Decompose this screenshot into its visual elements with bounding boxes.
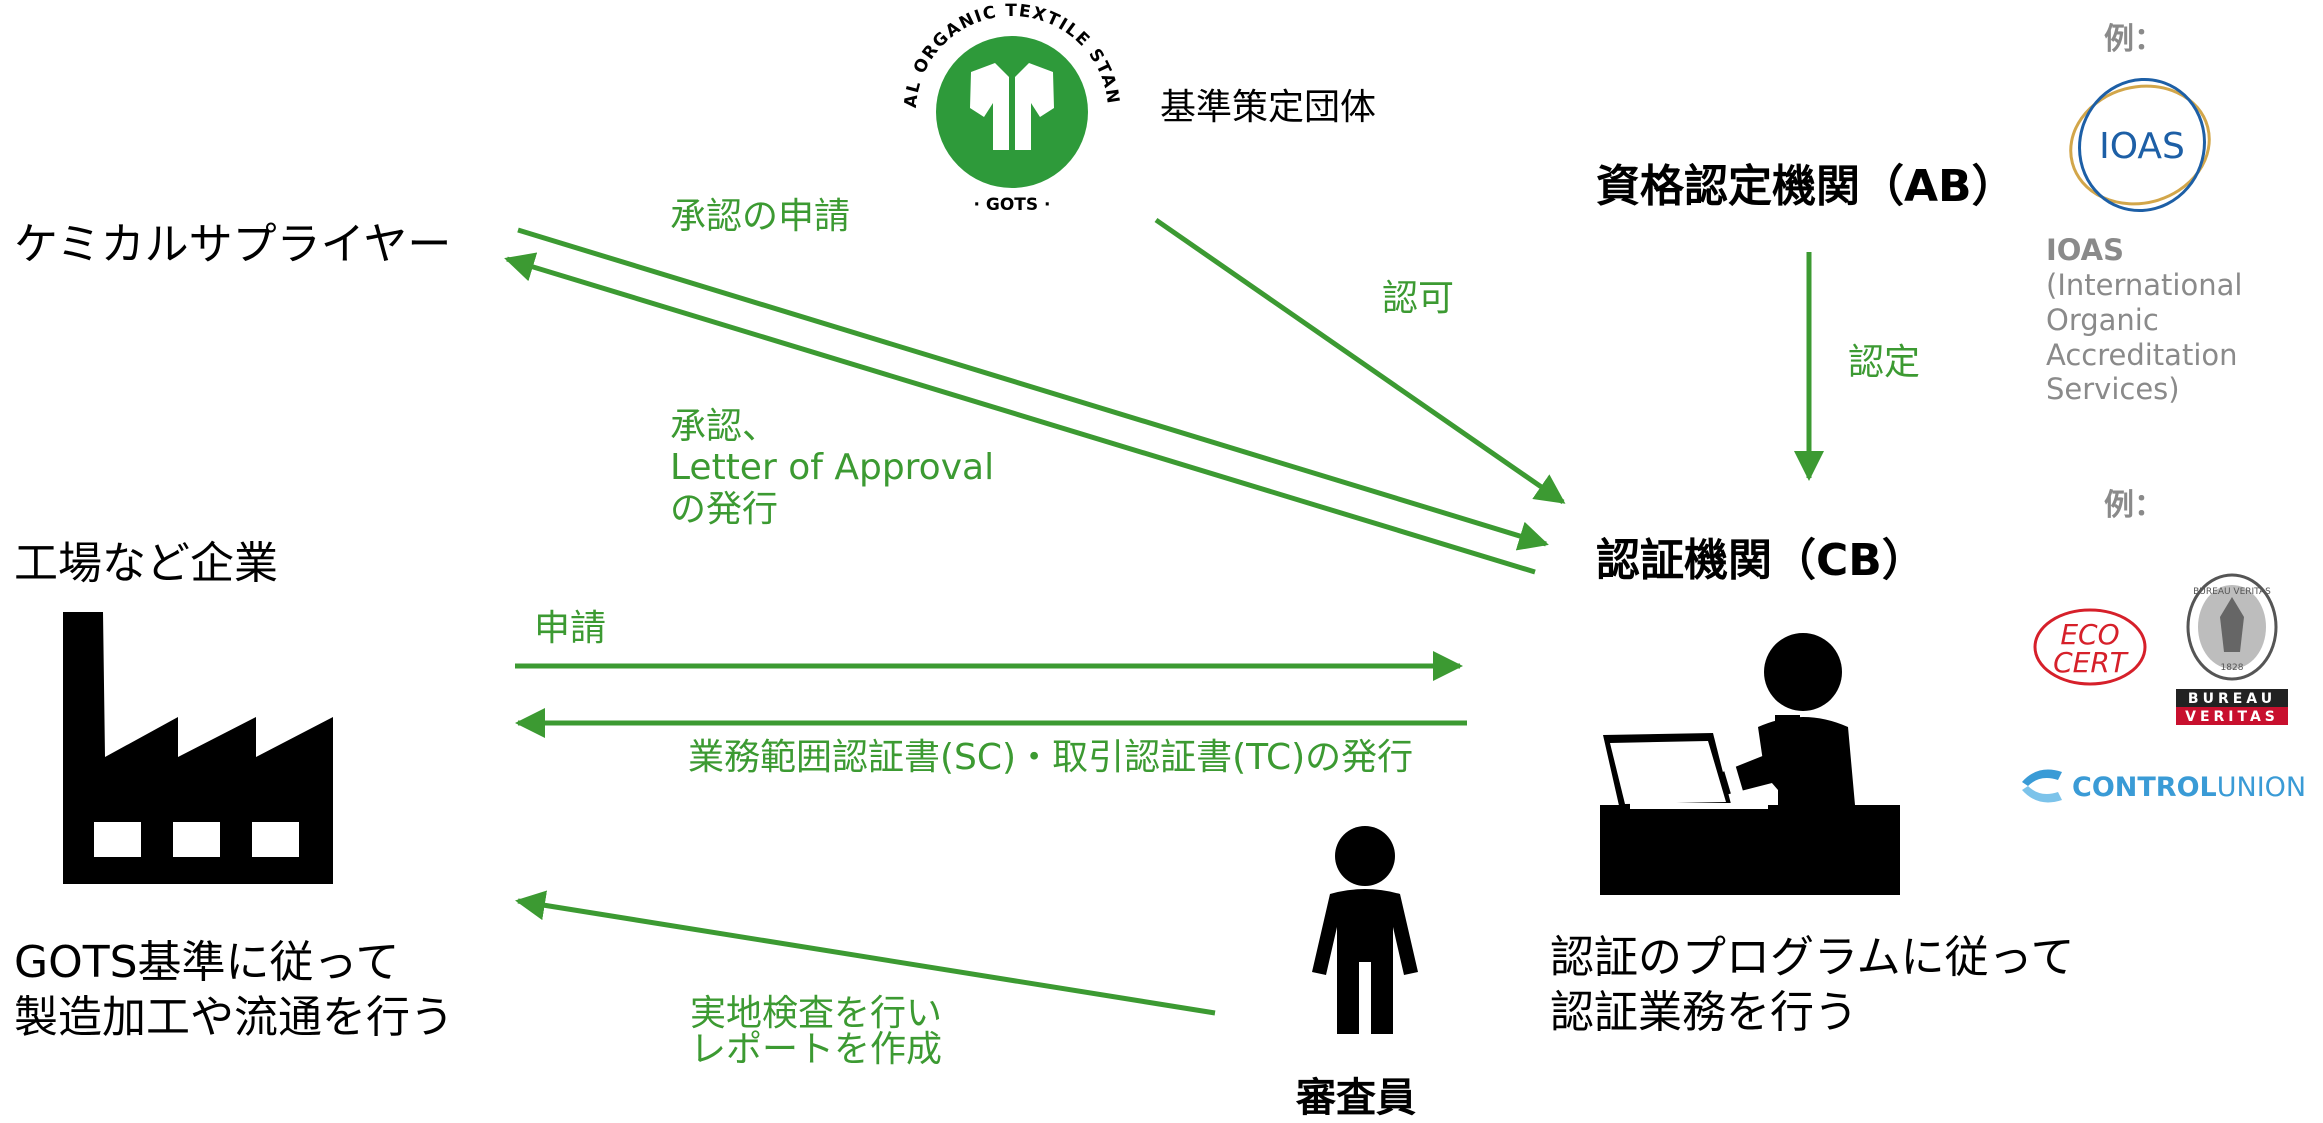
arrow-inspection [515,890,1216,1016]
approval-issue-line-3: の発行 [670,488,779,530]
svg-text:IOAS: IOAS [2099,126,2185,167]
auditor-label: 審査員 [1296,1075,1416,1121]
authorization-label: 認可 [1382,278,1455,319]
ioas-name: IOAS [2046,233,2124,267]
certificate-issue-label: 業務範囲認証書(SC)・取引認証書(TC)の発行 [688,737,1414,778]
factory-icon [63,612,333,884]
ioas-full-line-4: Services) [2046,372,2180,407]
inspection-line-1: 実地検査を行い [690,993,943,1034]
certification-body-label: 認証機関（CB） [1596,535,1926,586]
gots-logo: GLOBAL ORGANIC TEXTILE STANDARD · GOTS · [892,0,1121,215]
standard-body-label: 基準策定団体 [1160,87,1377,128]
cb-description-line-1: 認証のプログラムに従って [1550,932,2075,983]
approval-issue-label: 承認、 Letter of Approval の発行 [670,406,994,530]
ioas-full-line-2: Organic [2046,302,2159,337]
auditor-icon [1312,826,1418,1034]
certification-body-description: 認証のプログラムに従って 認証業務を行う [1550,930,2074,1040]
arrow-approval-request [517,227,1549,551]
svg-text:ECO: ECO [2060,618,2119,651]
ioas-logo: IOAS [2069,77,2211,213]
svg-text:CONTROLUNION: CONTROLUNION [2072,772,2306,803]
chemical-supplier-label: ケミカルサプライヤー [14,219,452,270]
example-label-ab: 例： [2104,22,2164,57]
svg-text:BUREAU: BUREAU [2188,691,2276,707]
svg-text:CERT: CERT [2053,646,2129,679]
factory-description: GOTS基準に従って 製造加工や流通を行う [14,935,454,1045]
cb-description-line-2: 認証業務を行う [1550,987,1858,1038]
ioas-full-line-1: (International [2046,268,2243,302]
bureau-veritas-logo: BUREAU VERITAS 1828 BUREAU VERITAS [2176,573,2288,725]
approval-request-label: 承認の申請 [670,196,851,237]
control-union-logo: CONTROLUNION [2022,769,2306,803]
ioas-full-name: (International Organic Accreditation Ser… [2046,268,2242,407]
approval-issue-line-2: Letter of Approval [670,447,995,489]
svg-text:1828: 1828 [2221,663,2244,673]
ecocert-logo: ECO CERT [2033,608,2147,686]
factory-label: 工場など企業 [14,538,278,589]
office-worker-icon [1600,633,1900,895]
svg-text:· GOTS ·: · GOTS · [974,195,1051,215]
factory-description-line-1: GOTS基準に従って [14,937,400,988]
accreditation-body-label: 資格認定機関（AB） [1596,161,2016,212]
example-label-cb: 例： [2104,488,2164,523]
inspection-line-2: レポートを作成 [690,1029,943,1070]
factory-description-line-2: 製造加工や流通を行う [14,992,454,1043]
accreditation-label: 認定 [1848,342,1921,383]
application-label: 申請 [534,608,607,649]
approval-issue-line-1: 承認、 [670,406,779,447]
svg-text:VERITAS: VERITAS [2185,709,2279,725]
svg-text:BUREAU VERITAS: BUREAU VERITAS [2193,587,2271,597]
arrow-approval-issue [504,252,1536,575]
ioas-full-line-3: Accreditation [2046,337,2238,372]
inspection-label: 実地検査を行い レポートを作成 [690,996,942,1068]
arrow-authorization [1154,217,1566,505]
